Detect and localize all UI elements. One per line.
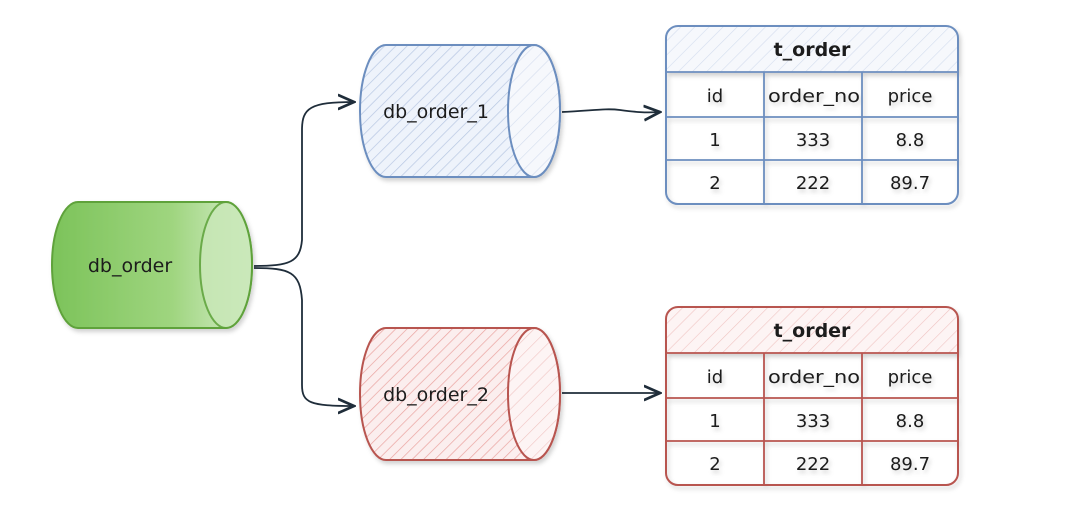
table-1-title: t_order — [774, 39, 851, 61]
table-2-row1-price: 8.8 — [896, 411, 925, 432]
t-order-table-1[interactable]: t_order id order_no price 1 333 8.8 2 22… — [665, 25, 959, 205]
db-order-label: db_order — [88, 255, 172, 277]
table-2-row2-price: 89.7 — [890, 454, 930, 475]
table-2-row1-order-no: 333 — [796, 411, 830, 432]
table-2-row2-id: 2 — [709, 454, 720, 475]
db-order-1-cylinder[interactable]: db_order_1 — [359, 44, 561, 178]
edge-to-db-order-1[interactable] — [253, 102, 354, 267]
table-2-row2-order-no: 222 — [796, 454, 830, 475]
db-order-1-label: db_order_1 — [383, 101, 489, 123]
table-1-row1-id: 1 — [709, 130, 720, 151]
table-1-header-id: id — [707, 86, 723, 107]
table-1-header-price: price — [888, 86, 933, 107]
table-1-row1-order-no: 333 — [796, 130, 830, 151]
table-2-title: t_order — [774, 320, 851, 342]
table-2-header-order-no: order_no — [768, 367, 860, 388]
db-order-cylinder[interactable]: db_order — [51, 201, 253, 329]
table-1-row2-price: 89.7 — [890, 173, 930, 194]
table-1-row1-price: 8.8 — [896, 130, 925, 151]
table-2-header-price: price — [888, 367, 933, 388]
edge-shard1-to-table[interactable] — [561, 109, 660, 112]
edge-to-db-order-2[interactable] — [253, 267, 354, 406]
table-1-row2-id: 2 — [709, 173, 720, 194]
table-1-header-bg — [666, 26, 958, 72]
table-2-header-id: id — [707, 367, 723, 388]
table-1-header-order-no: order_no — [768, 86, 860, 107]
t-order-table-2[interactable]: t_order id order_no price 1 333 8.8 2 22… — [665, 306, 959, 486]
table-2-row1-id: 1 — [709, 411, 720, 432]
connectors — [253, 102, 660, 406]
table-1-row2-order-no: 222 — [796, 173, 830, 194]
db-order-2-cylinder[interactable]: db_order_2 — [359, 327, 561, 461]
db-order-2-label: db_order_2 — [383, 384, 489, 406]
table-2-header-bg — [666, 307, 958, 353]
